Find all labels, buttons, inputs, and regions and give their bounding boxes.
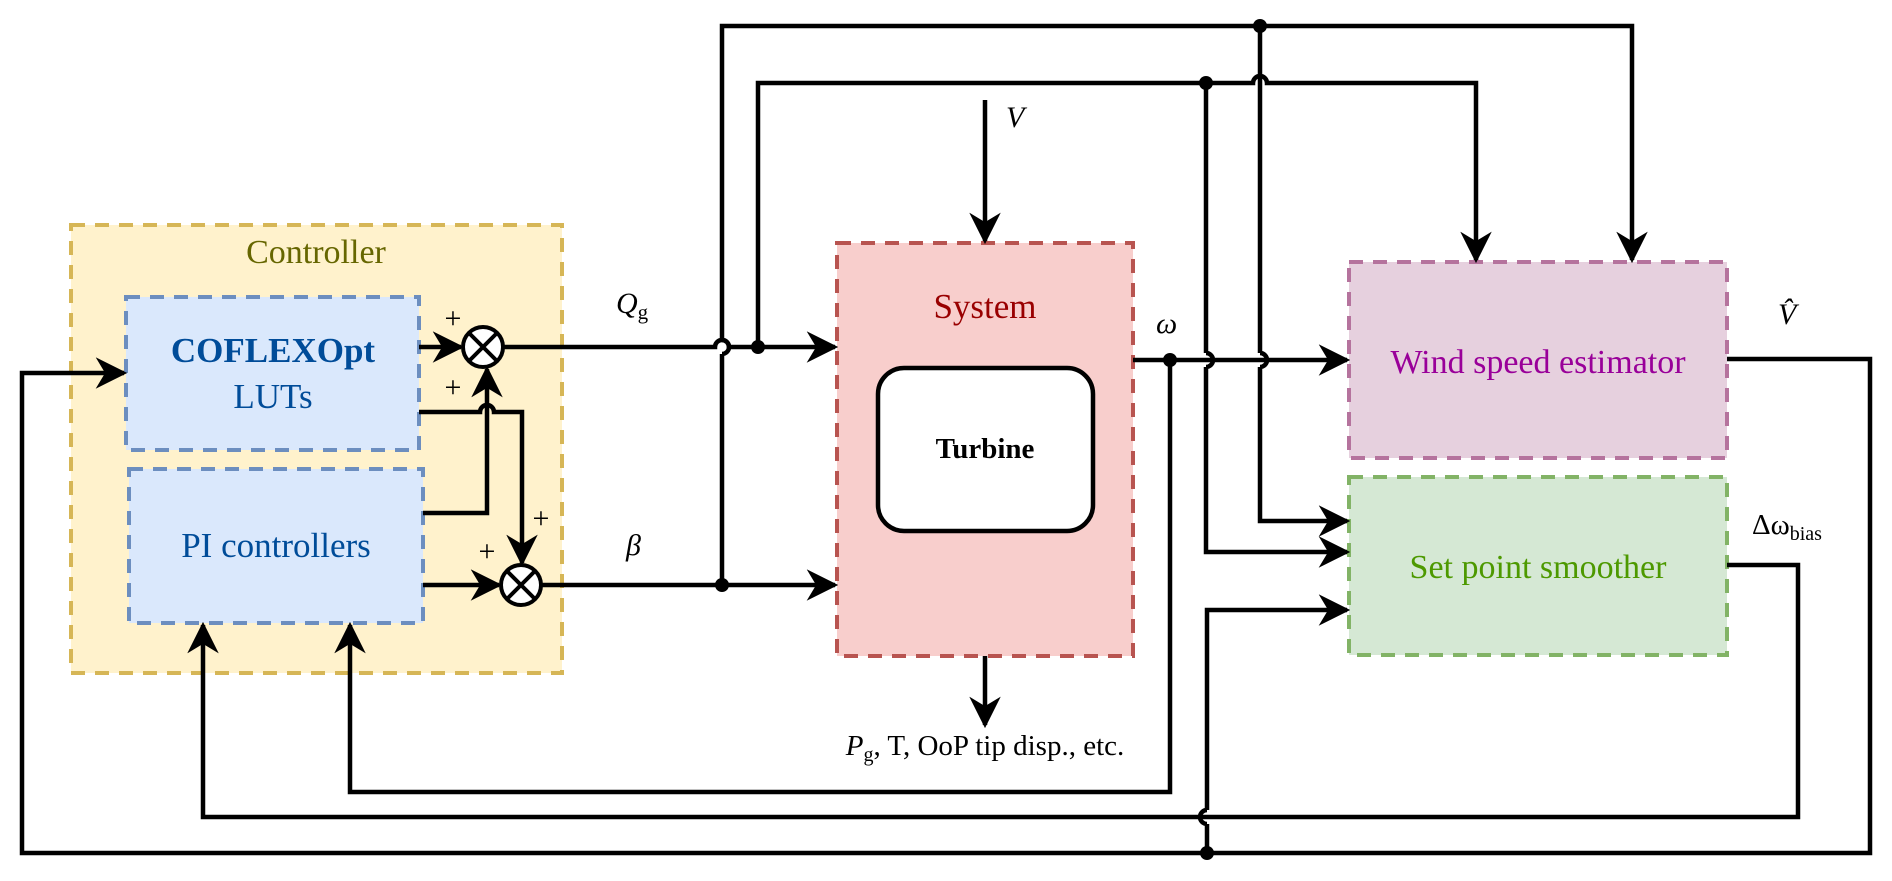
wire-qg-to-smoother <box>1203 83 1347 552</box>
wire-vhat-to-smoother <box>1204 610 1347 853</box>
signal-qg-label: Qg <box>616 287 649 324</box>
wire-beta-to-estimator <box>719 23 1632 585</box>
signal-delta-omega-label: Δωbias <box>1752 509 1822 545</box>
junction-dot <box>751 340 765 354</box>
pi-controllers-label: PI controllers <box>181 526 371 565</box>
signal-wind-label: V <box>1006 101 1028 134</box>
wire-vhat-feedback <box>19 356 1873 856</box>
signal-omega-label: ω <box>1156 307 1177 340</box>
plus-sign: + <box>445 302 462 335</box>
signal-beta-label: β <box>625 529 641 562</box>
junction-dot <box>1253 19 1267 33</box>
junction-dot <box>1199 76 1213 90</box>
sum-junction-qg <box>461 325 505 369</box>
wind-speed-estimator-label: Wind speed estimator <box>1390 344 1686 381</box>
wire-beta-to-smoother <box>1257 26 1347 521</box>
controller-label: Controller <box>246 234 386 271</box>
wire-delta-omega-feedback <box>187 562 1801 820</box>
luts-title: COFLEXOpt <box>171 331 376 370</box>
plus-sign: + <box>445 371 462 404</box>
luts-label: LUTs <box>233 377 312 416</box>
set-point-smoother-block <box>1347 475 1729 657</box>
turbine-block <box>875 365 1096 534</box>
system-label: System <box>933 287 1036 326</box>
set-point-smoother-label: Set point smoother <box>1410 549 1668 586</box>
wind-speed-estimator-block <box>1347 260 1729 460</box>
jump-arc <box>721 337 732 357</box>
turbine-label: Turbine <box>936 433 1035 465</box>
signal-vhat-label: V̂ <box>1778 298 1800 331</box>
sum-junction-beta <box>499 563 543 607</box>
system-outputs-label: Pg, T, OoP tip disp., etc. <box>845 730 1125 766</box>
pi-controllers-block <box>127 467 425 625</box>
luts-block <box>124 295 421 452</box>
junction-dot <box>715 578 729 592</box>
wire-pi-to-sum-qg <box>423 365 503 516</box>
plus-sign: + <box>533 502 550 535</box>
wire-omega-to-pi <box>334 360 1173 795</box>
plus-sign: + <box>479 535 496 568</box>
